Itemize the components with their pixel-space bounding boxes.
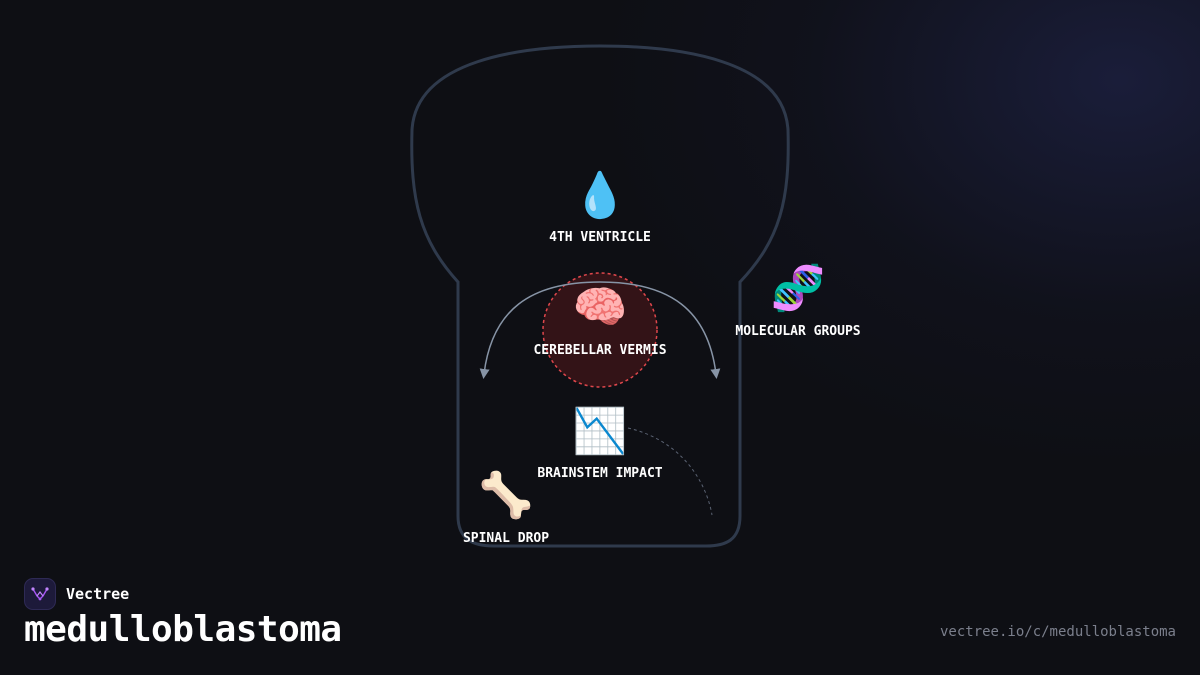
head-outline xyxy=(410,44,790,548)
droplet-icon: 💧 xyxy=(573,170,628,221)
node-label: CEREBELLAR VERMIS xyxy=(533,343,666,358)
chart-decreasing-icon: 📉 xyxy=(573,406,628,457)
bone-icon: 🦴 xyxy=(479,468,534,521)
node-fourth-ventricle: 💧 4TH VENTRICLE xyxy=(549,170,651,245)
node-label: SPINAL DROP xyxy=(463,531,549,546)
right-arrow xyxy=(599,281,721,379)
dashed-flow-line xyxy=(627,427,713,516)
node-label: BRAINSTEM IMPACT xyxy=(537,466,662,481)
node-cerebellar-vermis: 🧠 CEREBELLAR VERMIS xyxy=(533,282,666,358)
node-molecular-groups: 🧬 MOLECULAR GROUPS xyxy=(735,261,860,339)
node-label: MOLECULAR GROUPS xyxy=(735,324,860,339)
node-label: 4TH VENTRICLE xyxy=(549,230,651,245)
page-url[interactable]: vectree.io/c/medulloblastoma xyxy=(939,624,1176,640)
brand-name: Vectree xyxy=(66,585,130,603)
page-title: medulloblastoma xyxy=(24,609,342,650)
cerebellar-vermis-highlight xyxy=(542,272,658,388)
left-arrow xyxy=(479,281,601,379)
vectree-logo-icon xyxy=(24,578,56,610)
node-spinal-drop: 🦴 SPINAL DROP xyxy=(463,468,549,546)
node-brainstem-impact: 📉 BRAINSTEM IMPACT xyxy=(537,406,662,481)
dna-icon: 🧬 xyxy=(771,261,826,314)
brain-icon: 🧠 xyxy=(573,282,628,333)
brand: Vectree xyxy=(24,577,129,611)
